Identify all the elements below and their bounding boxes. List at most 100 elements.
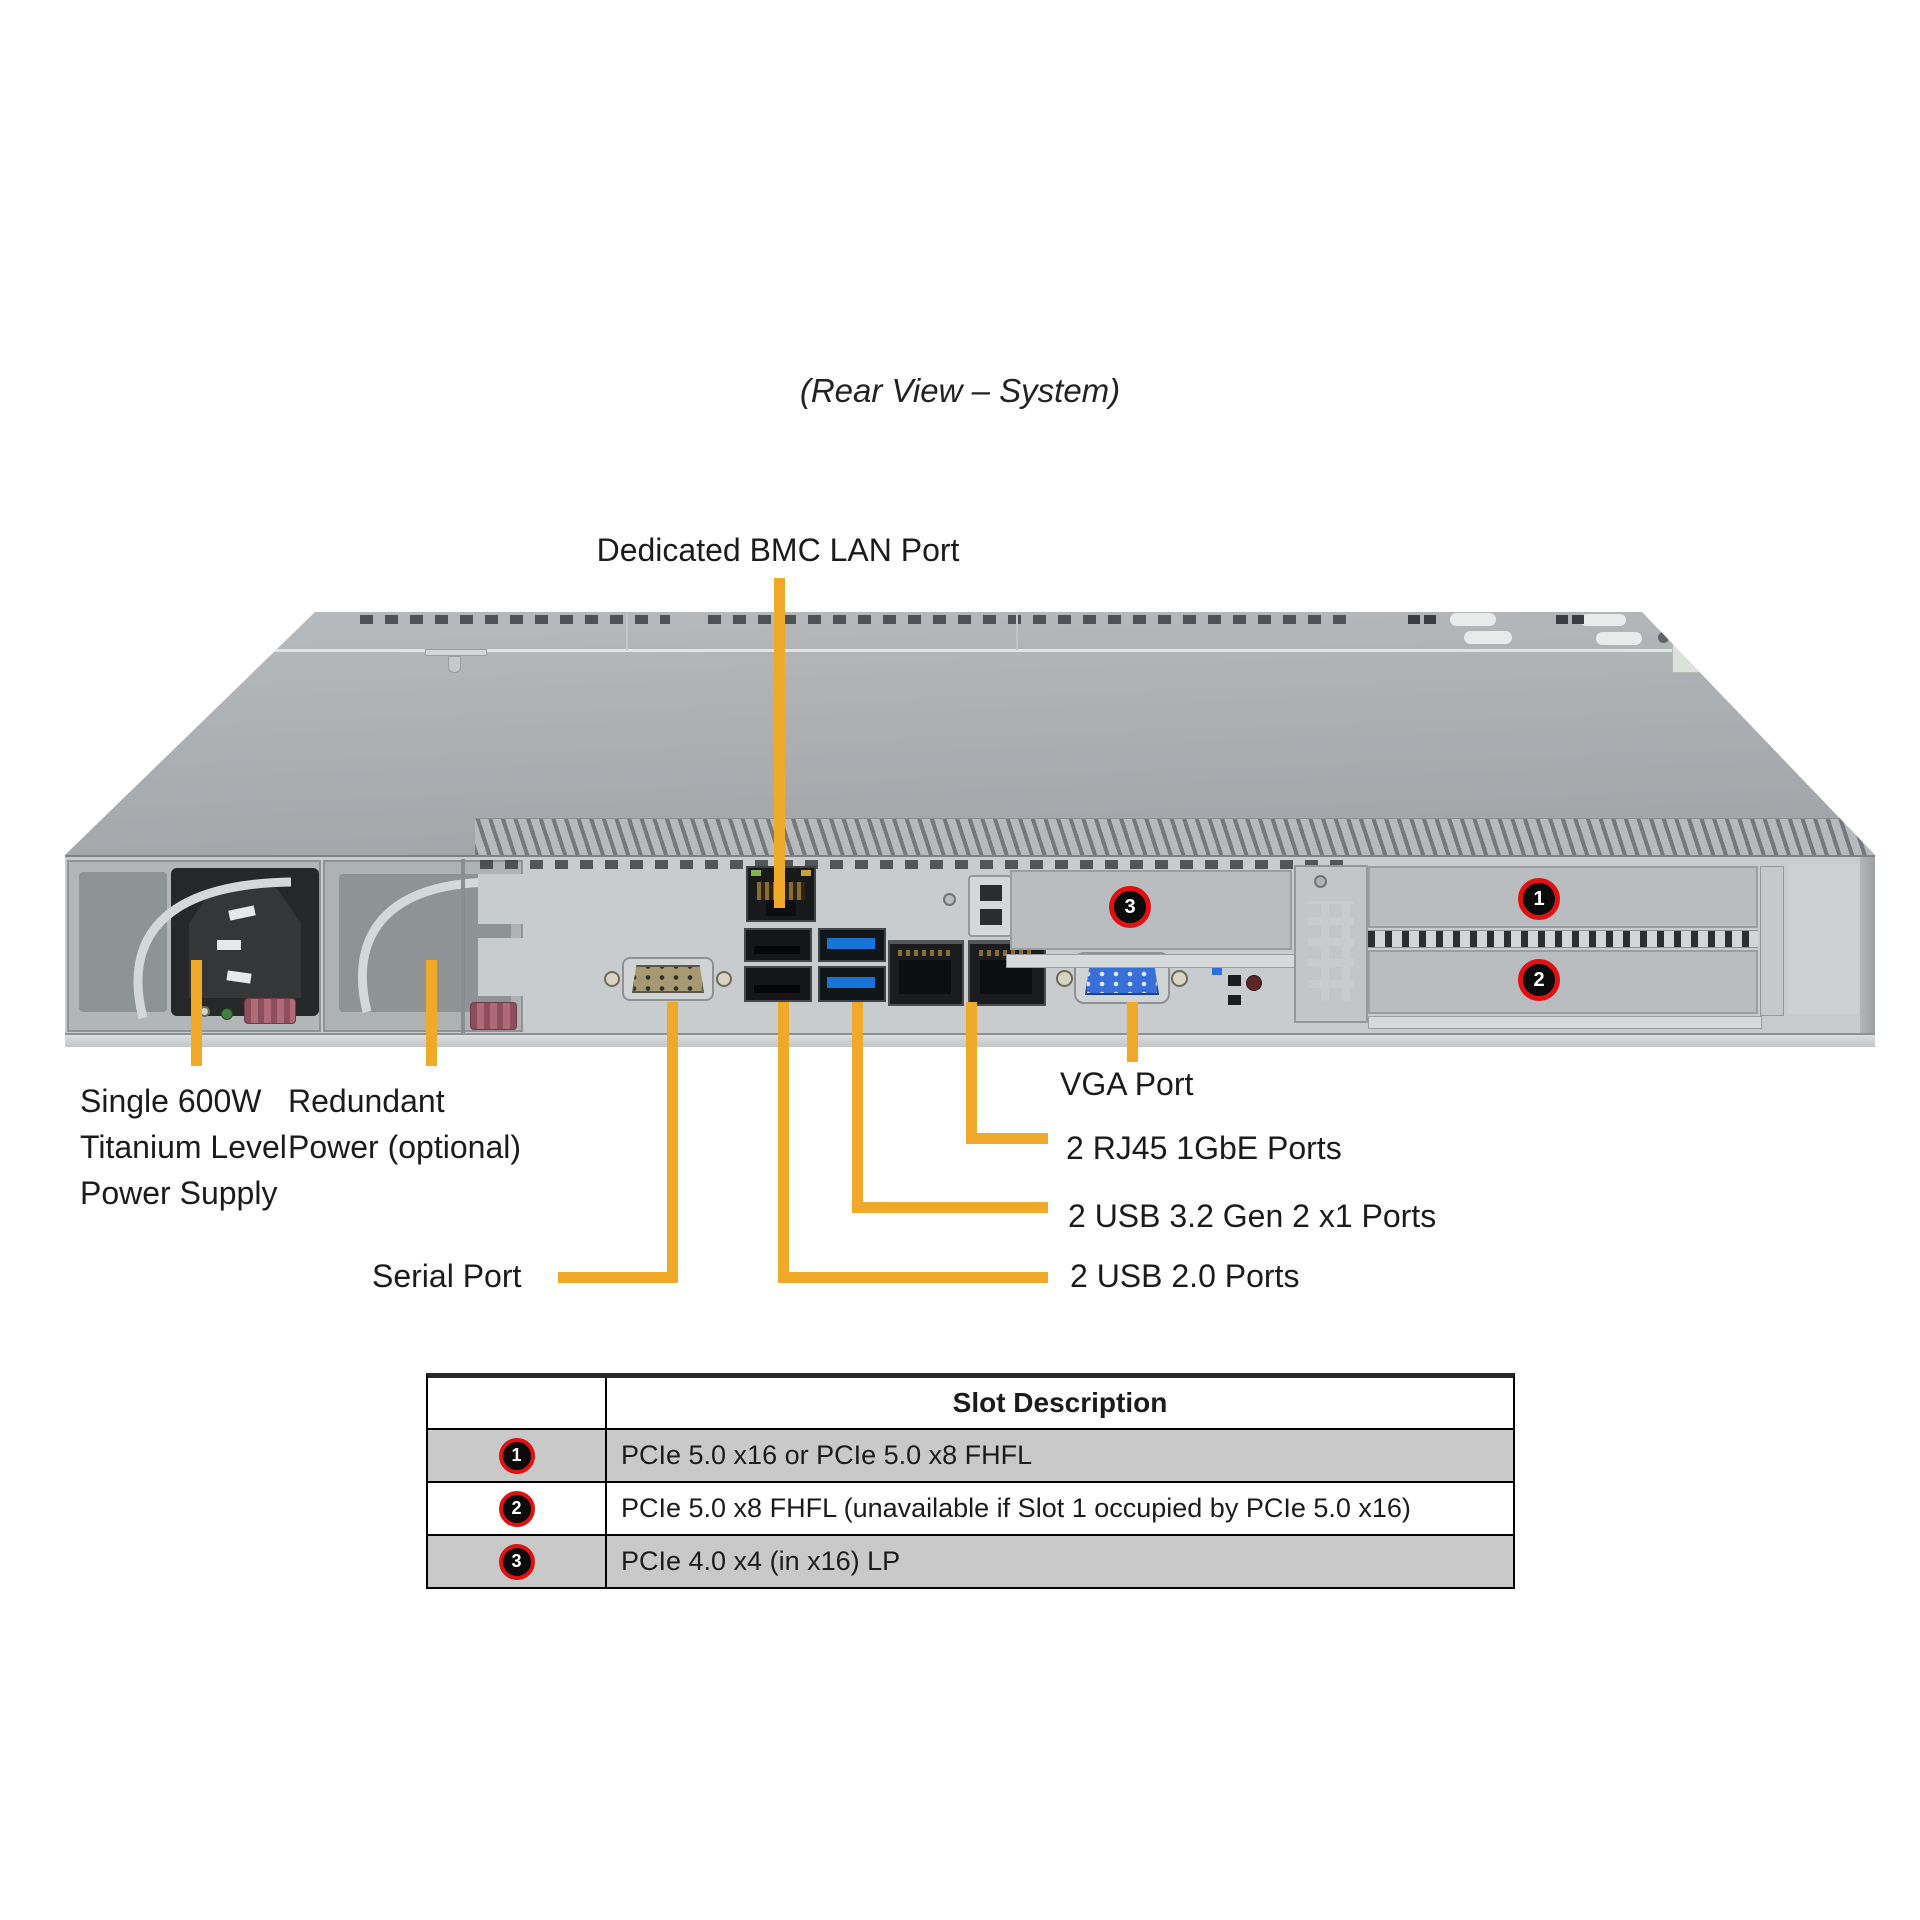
psu-single-line3: Power Supply — [80, 1175, 278, 1211]
pcie-slot-1-opening — [1368, 866, 1758, 928]
slot-divider-strip — [1368, 930, 1758, 948]
top-vent-dashes — [708, 615, 1348, 624]
serial-port — [604, 955, 732, 1005]
usb3-blue-tongue — [827, 938, 875, 949]
bracket-cutout — [980, 885, 1002, 901]
bmc-led-green — [751, 870, 761, 876]
slot3-badge: 3 — [1109, 886, 1151, 928]
psu-status-led — [221, 1008, 233, 1020]
slot3-retention-rail — [1006, 954, 1296, 968]
leader-rj45-h — [966, 1133, 1048, 1144]
buzzer — [1246, 975, 1262, 991]
redundant-psu-latch — [470, 1002, 517, 1030]
cover-rear-vent-strip — [475, 818, 1875, 855]
riser-bracket-holes — [1308, 901, 1354, 1001]
pcie-slot-3-opening — [1010, 870, 1292, 950]
psu-vent-grille — [79, 872, 167, 1012]
leader-psu-single — [191, 960, 202, 1066]
gbe-port-pins — [898, 950, 952, 956]
cover-handle-slot — [1596, 632, 1642, 645]
right-end-bracket — [1760, 866, 1784, 1016]
usb3-port-bottom — [818, 966, 886, 1002]
cover-handle-slot — [1464, 631, 1512, 644]
dip-component — [1228, 975, 1241, 986]
riser-screw — [1314, 875, 1327, 888]
slot3-table-badge: 3 — [498, 1543, 535, 1580]
cover-handle-slot — [1580, 614, 1626, 626]
redundant-psu-wire-handle — [358, 877, 492, 1014]
slot2-badge: 2 — [1518, 959, 1560, 1001]
leader-psu-redundant — [426, 960, 437, 1066]
top-vent-dashes — [360, 615, 670, 624]
cover-latch — [448, 656, 461, 673]
table-header-description: Slot Description — [952, 1387, 1168, 1418]
cover-latch — [425, 649, 487, 656]
server-chassis-rear-view: 3 1 2 — [60, 605, 1910, 1053]
callout-vga-port: VGA Port — [1060, 1066, 1194, 1102]
callout-rj45-ports: 2 RJ45 1GbE Ports — [1066, 1130, 1342, 1166]
leader-vga — [1127, 1002, 1138, 1062]
chassis-top-cover — [65, 612, 1875, 855]
slot-cell: 3 — [428, 1536, 607, 1587]
vga-screw — [1056, 970, 1073, 987]
cover-seam-vertical — [626, 614, 628, 650]
leader-serial-v — [667, 1002, 678, 1283]
leader-usb3-v — [852, 1002, 863, 1213]
leader-bmc — [774, 578, 785, 908]
callout-psu-single: Single 600W Titanium Level Power Supply — [80, 1078, 287, 1216]
io-vent-grid — [478, 938, 600, 996]
bracket-cutout — [980, 909, 1002, 925]
slot-description-table: Slot Description 1 PCIe 5.0 x16 or PCIe … — [426, 1373, 1515, 1589]
psu-single-line2: Titanium Level — [80, 1129, 287, 1165]
table-header-slot-col — [428, 1378, 607, 1428]
slot1-table-badge: 1 — [498, 1437, 535, 1474]
inlet-pin-slot — [217, 940, 241, 950]
leader-usb3-h — [852, 1202, 1048, 1213]
cover-handle-slot — [1450, 613, 1496, 626]
psu-release-latch — [244, 998, 296, 1024]
table-row: 3 PCIe 4.0 x4 (in x16) LP — [428, 1534, 1513, 1587]
usb3-blue-tongue — [827, 977, 875, 988]
leader-rj45-v — [966, 1002, 977, 1144]
page-title: (Rear View – System) — [799, 372, 1121, 409]
table-row: 1 PCIe 5.0 x16 or PCIe 5.0 x8 FHFL — [428, 1428, 1513, 1481]
table-header-row: Slot Description — [428, 1378, 1513, 1428]
usb3-port-top — [818, 928, 886, 962]
chassis-right-edge — [1860, 857, 1875, 1033]
bmc-led-amber — [801, 870, 811, 876]
io-vent-grid — [478, 874, 740, 924]
psu-redundant-line2: Power (optional) — [288, 1129, 521, 1165]
slot-description-cell: PCIe 4.0 x4 (in x16) LP — [621, 1546, 901, 1576]
bmc-port-tab-slot — [766, 900, 796, 916]
callout-bmc-lan-port: Dedicated BMC LAN Port — [596, 532, 960, 568]
leader-usb2-v — [778, 1002, 789, 1283]
usb2-tongue — [754, 985, 800, 993]
cover-seam-vertical — [1016, 614, 1018, 650]
right-vent-block — [1788, 864, 1858, 1014]
serial-screw — [716, 971, 732, 987]
slot2-retention-rail — [1368, 1016, 1762, 1029]
slot-cell: 2 — [428, 1483, 607, 1534]
cover-seam — [265, 649, 1680, 652]
psu-redundant-line1: Redundant — [288, 1083, 445, 1119]
table-row: 2 PCIe 5.0 x8 FHFL (unavailable if Slot … — [428, 1481, 1513, 1534]
gbe-port-2 — [968, 940, 1046, 1006]
cover-vent-hole — [1556, 615, 1568, 624]
slot-description-cell: PCIe 5.0 x8 FHFL (unavailable if Slot 1 … — [621, 1493, 1411, 1523]
slot1-badge: 1 — [1518, 878, 1560, 920]
vga-screw — [1171, 970, 1188, 987]
gbe-port-opening — [899, 960, 951, 994]
cover-screw — [1658, 632, 1669, 643]
ac-power-inlet — [189, 888, 301, 998]
panel-top-vent-dashes — [480, 860, 1348, 869]
chassis-ear-tab — [1672, 623, 1704, 673]
dip-component — [1228, 995, 1241, 1005]
serial-screw — [604, 971, 620, 987]
gbe-port-1 — [888, 940, 964, 1006]
serial-shell — [622, 957, 714, 1001]
psu-wire-handle — [133, 877, 292, 1020]
usb2-port-bottom — [744, 966, 812, 1002]
slot-description-cell: PCIe 5.0 x16 or PCIe 5.0 x8 FHFL — [621, 1440, 1033, 1470]
io-vent-grid — [830, 874, 962, 924]
leader-serial-h — [558, 1272, 678, 1283]
